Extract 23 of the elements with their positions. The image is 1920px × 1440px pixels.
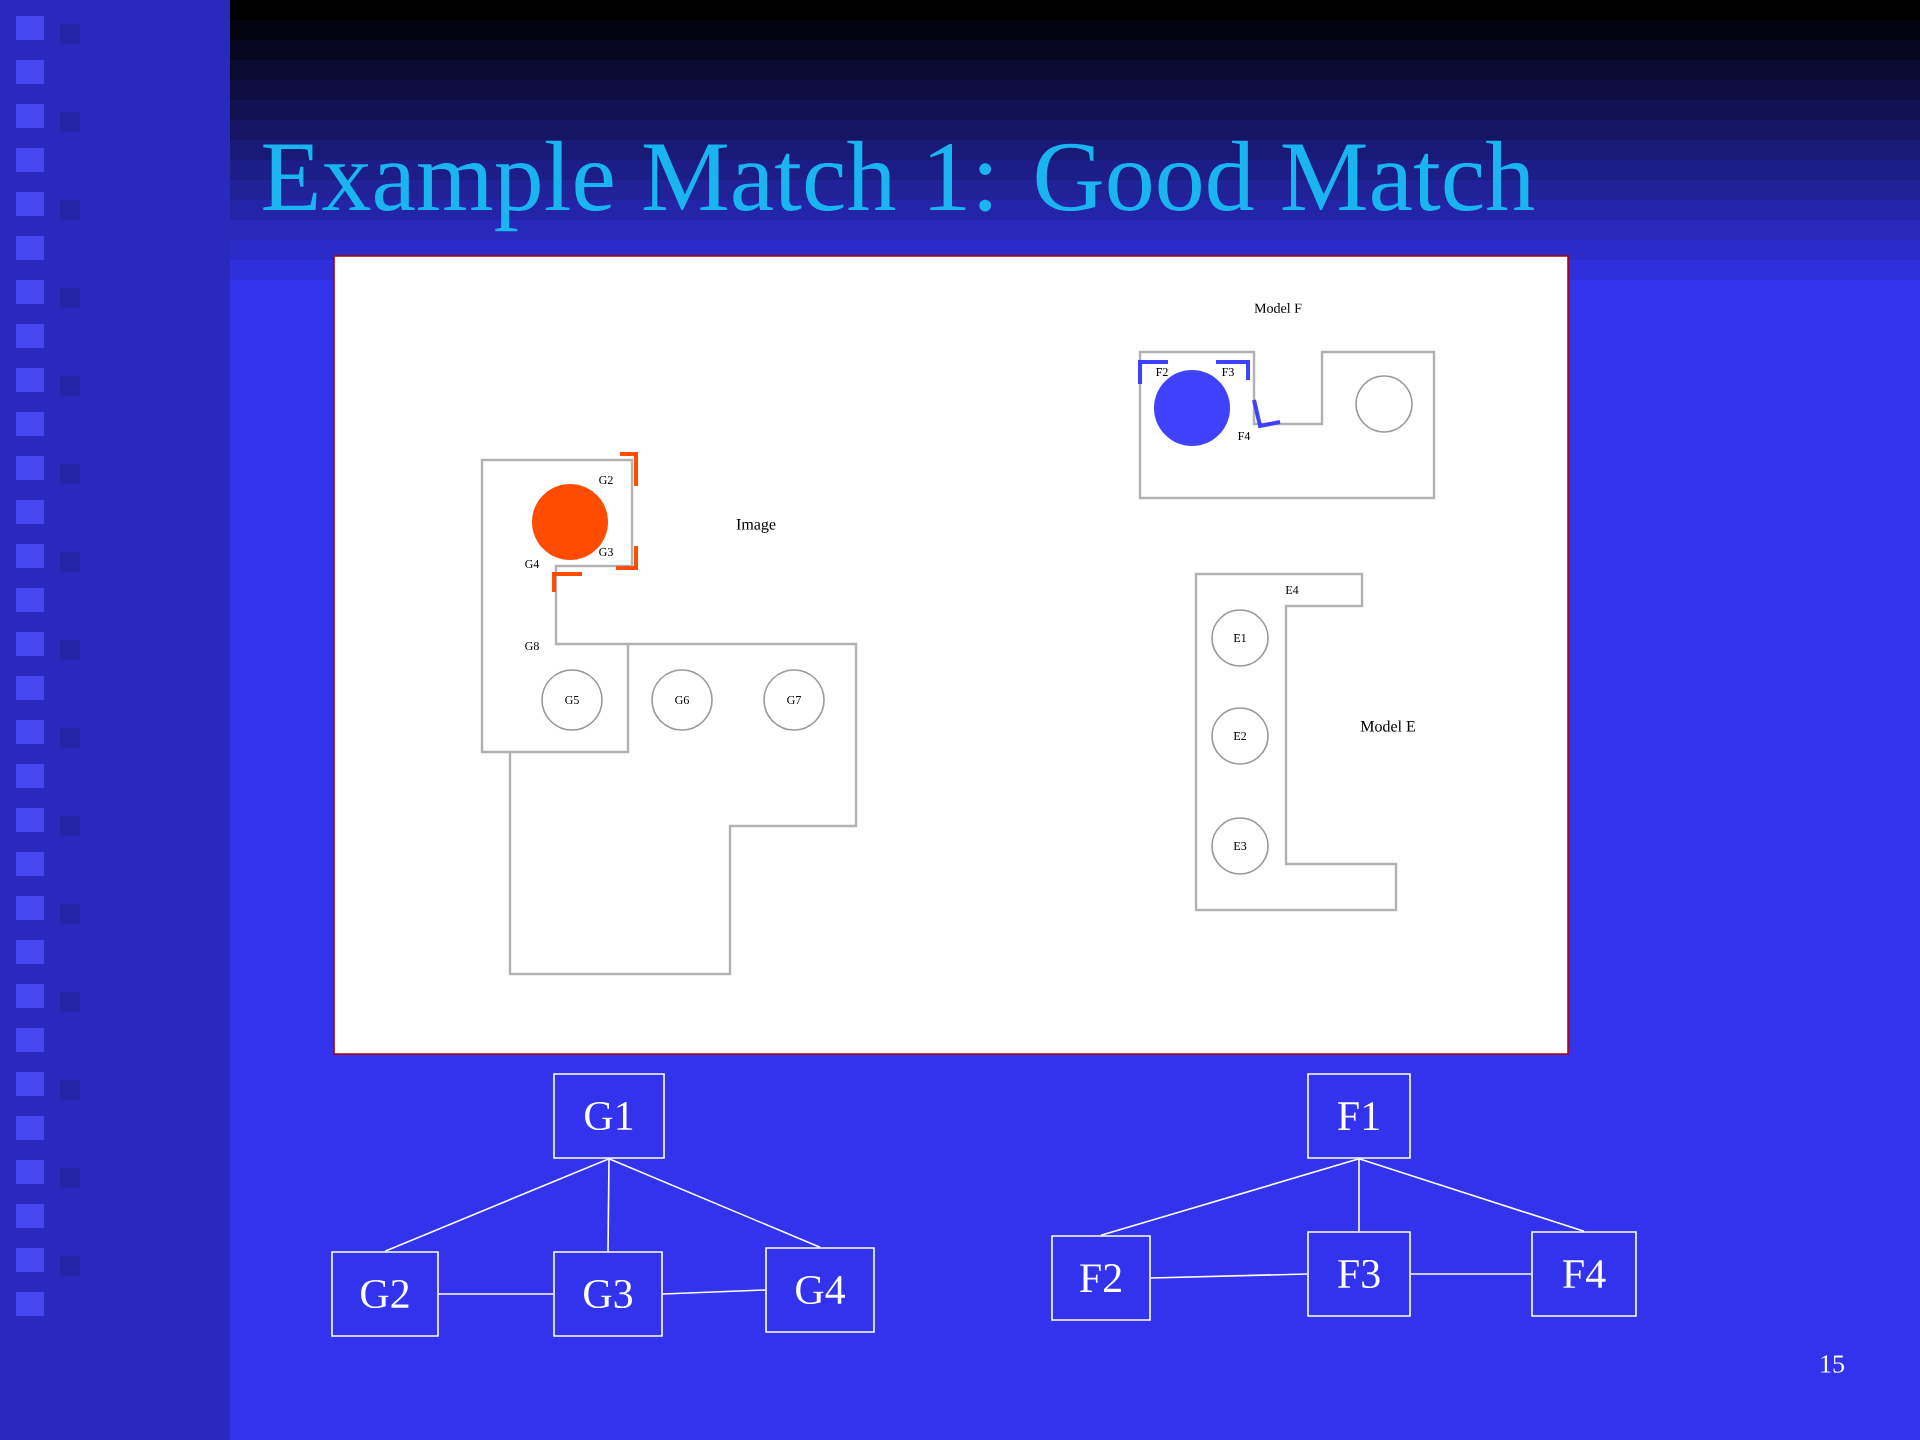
graph-node-box: G3: [553, 1251, 663, 1337]
connector-line: [1410, 1273, 1532, 1275]
part-label: Model E: [1360, 720, 1415, 732]
hole-circle: [1355, 375, 1413, 433]
connector-line: [662, 1289, 766, 1295]
graph-node-box: F2: [1051, 1235, 1151, 1321]
connector-line: [1358, 1158, 1585, 1232]
connector-line: [438, 1293, 554, 1295]
graph-node-box: G2: [331, 1251, 439, 1337]
page-number: 15: [1821, 1355, 1844, 1373]
connector-line: [384, 1158, 610, 1252]
graph-node-box: F3: [1307, 1231, 1411, 1317]
graph-node-box: G1: [553, 1073, 665, 1159]
graph-node-box: F4: [1531, 1231, 1637, 1317]
slide-title: Example Match 1: Good Match: [263, 140, 1534, 232]
connector-line: [1100, 1158, 1360, 1236]
graph-node-box: F1: [1307, 1073, 1411, 1159]
graph-node-box: G4: [765, 1247, 875, 1333]
connector-line: [607, 1158, 610, 1252]
part-label: Image: [736, 519, 776, 533]
connector-line: [608, 1158, 821, 1248]
connector-line: [1150, 1273, 1308, 1279]
connector-line: [1358, 1158, 1360, 1232]
